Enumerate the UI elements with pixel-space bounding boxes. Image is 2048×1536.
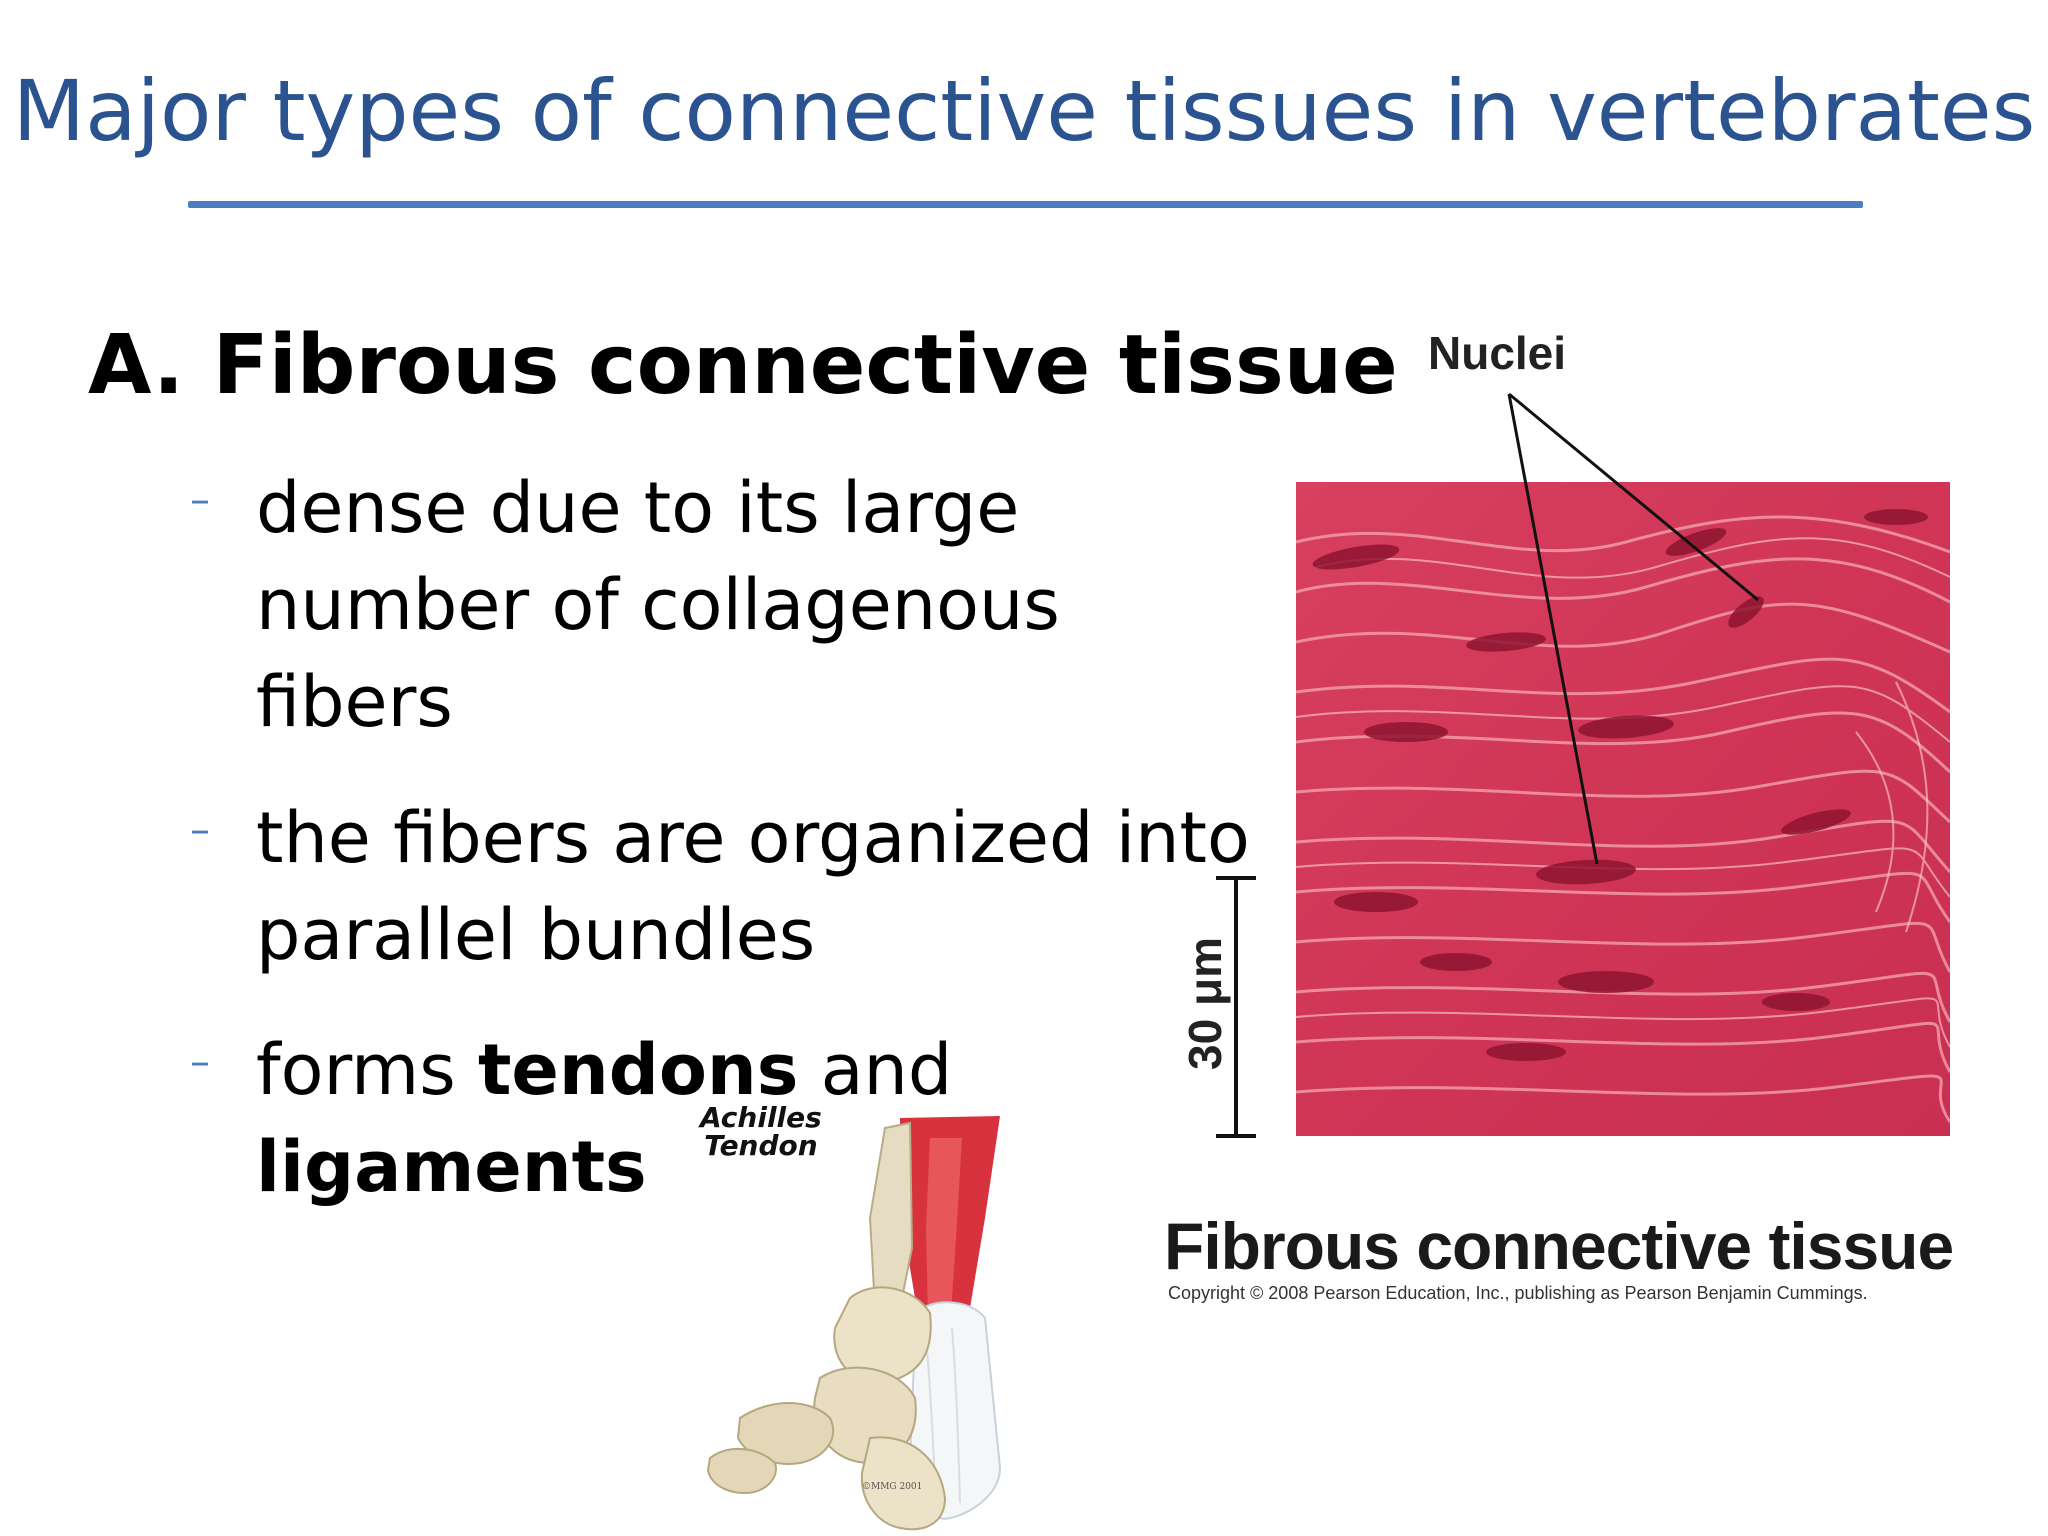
title-underline	[188, 201, 1863, 208]
fibrous-tissue-micrograph	[1296, 482, 1950, 1136]
scale-bar	[1216, 876, 1256, 1138]
bullet-dash: –	[190, 1039, 210, 1085]
bullet-3-and: and	[798, 1029, 953, 1111]
achilles-label-line-2: Tendon	[704, 1129, 818, 1162]
scale-label: 30 μm	[1179, 937, 1231, 1070]
bullet-3-tendons: tendons	[477, 1029, 799, 1111]
section-heading: A. Fibrous connective tissue	[88, 318, 1398, 413]
figure-caption: Fibrous connective tissue	[1164, 1209, 1954, 1283]
bullet-2-line-1: the fibers are organized into	[256, 797, 1250, 879]
bullet-dash: –	[190, 477, 210, 523]
bullet-1-line-3: fibers	[256, 661, 453, 743]
bullet-1-line-1: dense due to its large	[256, 467, 1020, 549]
achilles-tendon-illustration	[706, 1116, 1002, 1531]
bullet-3-ligaments: ligaments	[256, 1126, 647, 1208]
bullet-3-text: forms	[256, 1029, 478, 1111]
bullet-1-line-2: number of collagenous	[256, 564, 1060, 646]
illustration-credit: ©MMG 2001	[862, 1482, 923, 1492]
figure-copyright: Copyright © 2008 Pearson Education, Inc.…	[1168, 1283, 1868, 1303]
achilles-label-line-1: Achilles	[700, 1101, 822, 1134]
nuclei-label: Nuclei	[1428, 327, 1567, 379]
bullet-3-line-1: forms tendons and	[256, 1022, 952, 1119]
bullet-3-line-2: ligaments	[256, 1119, 952, 1216]
bullet-dash: –	[190, 807, 210, 853]
slide-title: Major types of connective tissues in ver…	[12, 62, 2036, 160]
bullet-2-line-2: parallel bundles	[256, 894, 816, 976]
achilles-tendon-label: Achilles Tendon	[700, 1104, 822, 1160]
